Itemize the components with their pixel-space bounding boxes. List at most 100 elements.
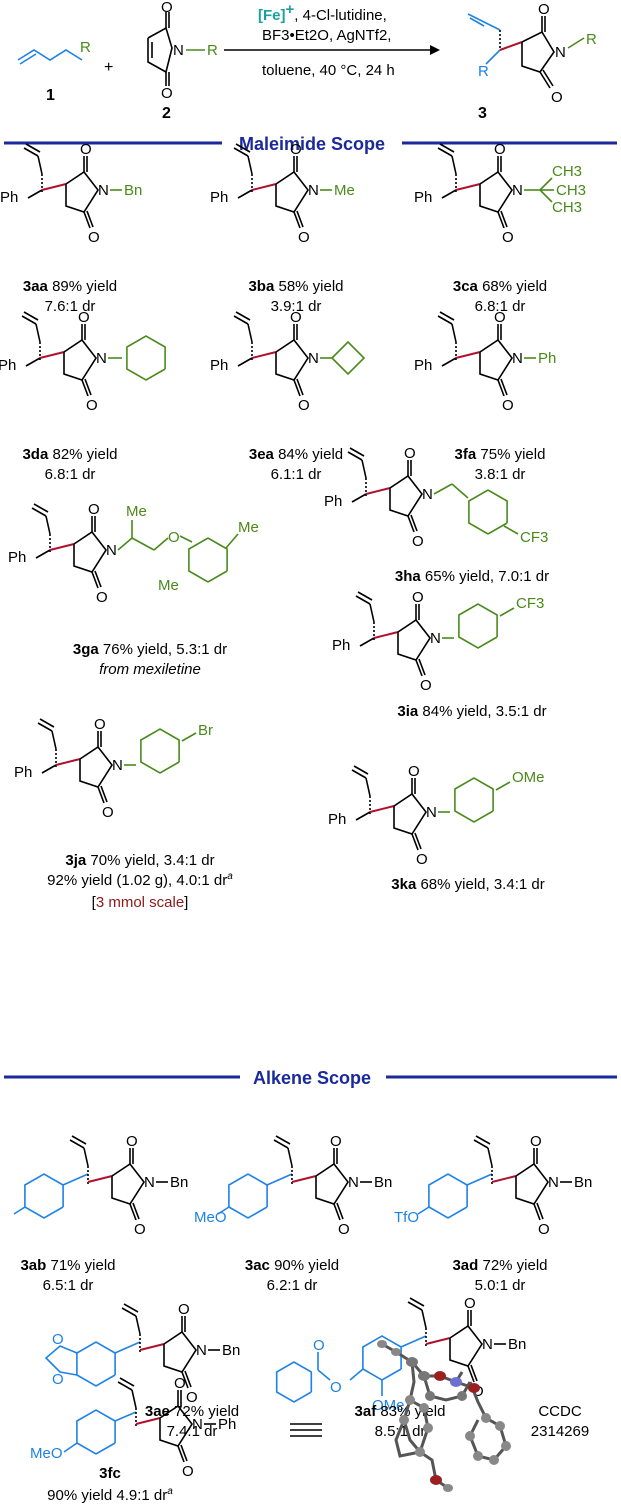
o-atom: O	[88, 501, 100, 518]
methoxy: OMe	[512, 769, 545, 786]
o-atom: O	[412, 589, 424, 606]
equivalence-sign	[290, 1423, 322, 1437]
o-atom: O	[96, 589, 108, 606]
compound-id: 3ae	[145, 1403, 170, 1420]
compound-id: 3ba	[248, 278, 275, 295]
o-atom: O	[290, 309, 302, 326]
n-atom: N	[348, 1174, 359, 1191]
caption-line: 5.0:1 dr	[475, 1277, 526, 1294]
n-atom: N	[308, 350, 319, 367]
compound-id: 3ab	[20, 1257, 46, 1274]
caption-line: 3ea 84% yield	[249, 446, 343, 463]
compound-id: 3fc	[99, 1465, 121, 1482]
n-atom: N	[422, 486, 433, 503]
compound-id: 3ha	[395, 568, 422, 585]
methyl: CH3	[552, 199, 582, 216]
o-atom: O	[174, 1375, 186, 1392]
o-atom: O	[161, 85, 173, 102]
caption-line: 7.6:1 dr	[45, 298, 96, 315]
aryl-label: Ph	[14, 764, 32, 781]
caption-3ca: 3ca 68% yield 6.8:1 dr	[453, 278, 547, 315]
o-atom: O	[80, 141, 92, 158]
structure-3ab: F	[13, 1173, 89, 1219]
o-atom: O	[313, 1337, 325, 1354]
caption-line: 3.8:1 dr	[475, 466, 526, 483]
caption-line: 3da 82% yield	[22, 446, 117, 463]
o-atom: O	[330, 1133, 342, 1150]
cf3: CF3	[520, 529, 548, 546]
ccdc-number: 2314269	[531, 1423, 589, 1440]
o-atom: O	[78, 309, 90, 326]
methoxy: MeO	[30, 1445, 63, 1462]
compound-id: 3ad	[452, 1257, 478, 1274]
compound-id: 3af	[355, 1403, 378, 1420]
o-atom: O	[494, 309, 506, 326]
substituent-bn: Bn	[574, 1174, 592, 1191]
o-atom: O	[416, 851, 428, 868]
structure-3ad: TfO	[394, 1173, 493, 1226]
conditions-line-3: toluene, 40 °C, 24 h	[262, 62, 395, 79]
aryl-substituent: MeO	[194, 1209, 227, 1226]
caption-3da: 3da 82% yield 6.8:1 dr	[22, 446, 117, 483]
caption-line: 3ga 76% yield, 5.3:1 dr	[73, 641, 227, 658]
caption-line: 90% yield 4.9:1 dra	[47, 1486, 173, 1504]
r-group: R	[478, 63, 489, 80]
substituent-ph: Ph	[218, 1416, 236, 1433]
structure-3ac: MeO	[194, 1173, 293, 1226]
caption-line: 3ac 90% yield	[245, 1257, 339, 1274]
n-atom: N	[144, 1174, 155, 1191]
n-atom: N	[512, 182, 523, 199]
o-atom: O	[88, 229, 100, 246]
o-atom: O	[126, 1133, 138, 1150]
r-group: R	[80, 39, 91, 56]
caption-line: 3ka 68% yield, 3.4:1 dr	[391, 876, 544, 893]
conditions-line-1: [Fe]+, 4-Cl-lutidine,	[258, 1, 387, 24]
o-atom: O	[86, 397, 98, 414]
caption-line: 3ca 68% yield	[453, 278, 547, 295]
o-atom: O	[408, 763, 420, 780]
o-atom: O	[52, 1331, 64, 1348]
n-atom: N	[112, 757, 123, 774]
aryl-label: Ph	[0, 357, 16, 374]
caption-line: 3ba 58% yield	[248, 278, 343, 295]
section-title-maleimide: Maleimide Scope	[239, 134, 385, 154]
o-atom: O	[290, 141, 302, 158]
caption-line: 3ia 84% yield, 3.5:1 dr	[397, 703, 546, 720]
aryl-label: Ph	[0, 189, 18, 206]
methyl: CH3	[556, 182, 586, 199]
conditions-line-2: BF3•Et2O, AgNTf2,	[262, 27, 391, 44]
r-group: R	[586, 31, 597, 48]
caption-line: 3ja 70% yield, 3.4:1 dr	[65, 852, 214, 869]
caption-line: 6.8:1 dr	[45, 466, 96, 483]
structure-3ae: OO	[44, 1331, 141, 1388]
caption-line: 6.2:1 dr	[267, 1277, 318, 1294]
compound-id: 3aa	[23, 278, 49, 295]
caption-scale: [3 mmol scale]	[92, 894, 189, 911]
crystal-atoms	[377, 1340, 511, 1492]
n-atom: N	[482, 1336, 493, 1353]
label-3: 3	[478, 105, 487, 122]
caption-3ac: 3ac 90% yield 6.2:1 dr	[245, 1257, 339, 1294]
methyl: Me	[158, 577, 179, 594]
compound-id: 3ca	[453, 278, 479, 295]
caption-3ia: 3ia 84% yield, 3.5:1 dr	[397, 703, 546, 720]
caption-line: 6.8:1 dr	[475, 298, 526, 315]
n-atom: N	[192, 1416, 203, 1433]
o-atom: O	[161, 0, 173, 16]
o-atom: O	[538, 1221, 550, 1238]
aryl-label: Ph	[414, 189, 432, 206]
n-atom: N	[173, 42, 184, 59]
arrow-head	[430, 45, 440, 55]
